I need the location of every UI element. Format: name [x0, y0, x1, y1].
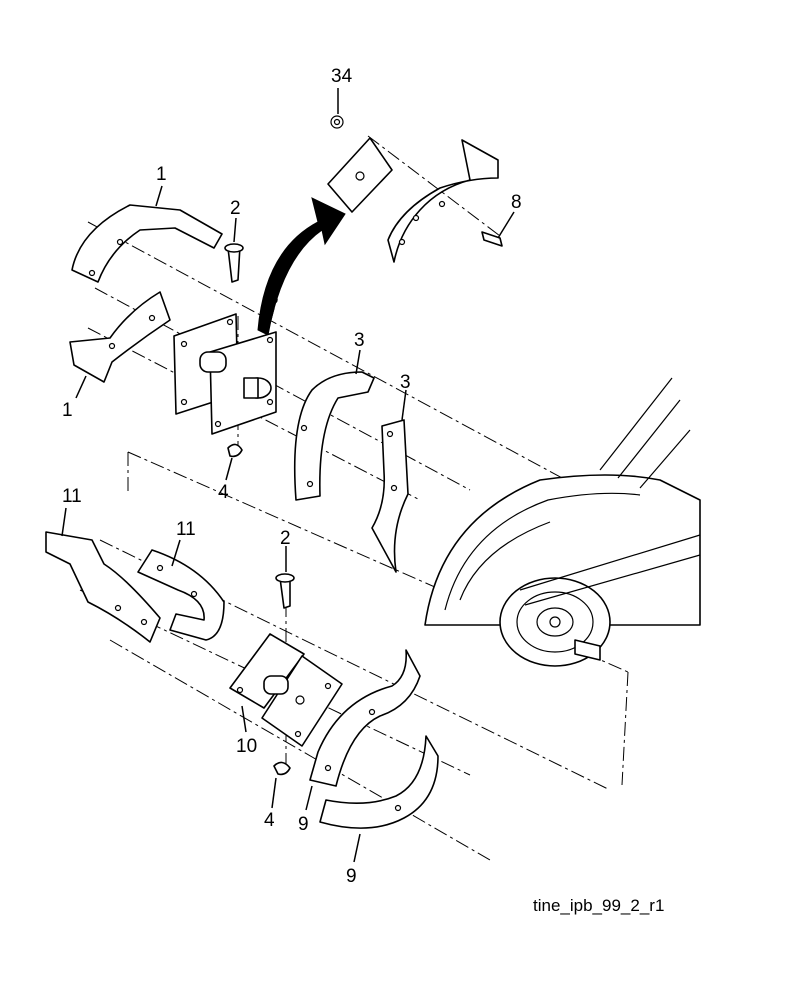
- callout-10: 10: [236, 736, 257, 757]
- callout-5: 5: [268, 288, 279, 309]
- clip-4-lower: [273, 761, 291, 776]
- tine-3-left: [293, 371, 375, 501]
- tine-1-lower: [69, 291, 171, 383]
- hub-10-plate-back: [229, 633, 305, 709]
- tine-9-lower: [319, 735, 439, 829]
- tine-11-left: [45, 531, 161, 643]
- callout-8: 8: [511, 192, 522, 213]
- callout-3-left: 3: [354, 330, 365, 351]
- lower-assembly: [45, 531, 439, 829]
- tiller-housing: [424, 377, 701, 667]
- upper-assembly: [69, 204, 409, 573]
- hub-5-plate-front: [209, 331, 277, 435]
- callout-3-right: 3: [400, 372, 411, 393]
- inset-tine: [387, 139, 499, 263]
- tine-3-right: [371, 419, 409, 573]
- tine-1-upper: [71, 204, 223, 283]
- callout-numbers: 34 1 2 8 5 3 3 1 4 11 11 2 10 4 9 9: [62, 66, 522, 887]
- clip-4-upper: [227, 443, 243, 458]
- figure-id-label: tine_ipb_99_2_r1: [533, 896, 665, 915]
- callout-34: 34: [331, 66, 353, 87]
- callout-1-lower: 1: [62, 400, 73, 421]
- callout-11-left: 11: [62, 486, 82, 507]
- curved-arrow: [257, 197, 346, 336]
- bolt-8: [481, 231, 503, 247]
- callout-11-right: 11: [176, 519, 196, 540]
- callout-2-lower: 2: [280, 528, 291, 549]
- inset-detail: [327, 115, 503, 263]
- callout-9-lower: 9: [346, 866, 357, 887]
- callout-9-upper: 9: [298, 814, 309, 835]
- callout-4-lower: 4: [264, 810, 275, 831]
- callout-1-upper: 1: [156, 164, 167, 185]
- callout-4-upper: 4: [218, 482, 229, 503]
- callout-leaders: [61, 88, 515, 863]
- tine-9-upper: [309, 649, 421, 787]
- callout-2-upper: 2: [230, 198, 241, 219]
- tine-11-right: [137, 549, 225, 641]
